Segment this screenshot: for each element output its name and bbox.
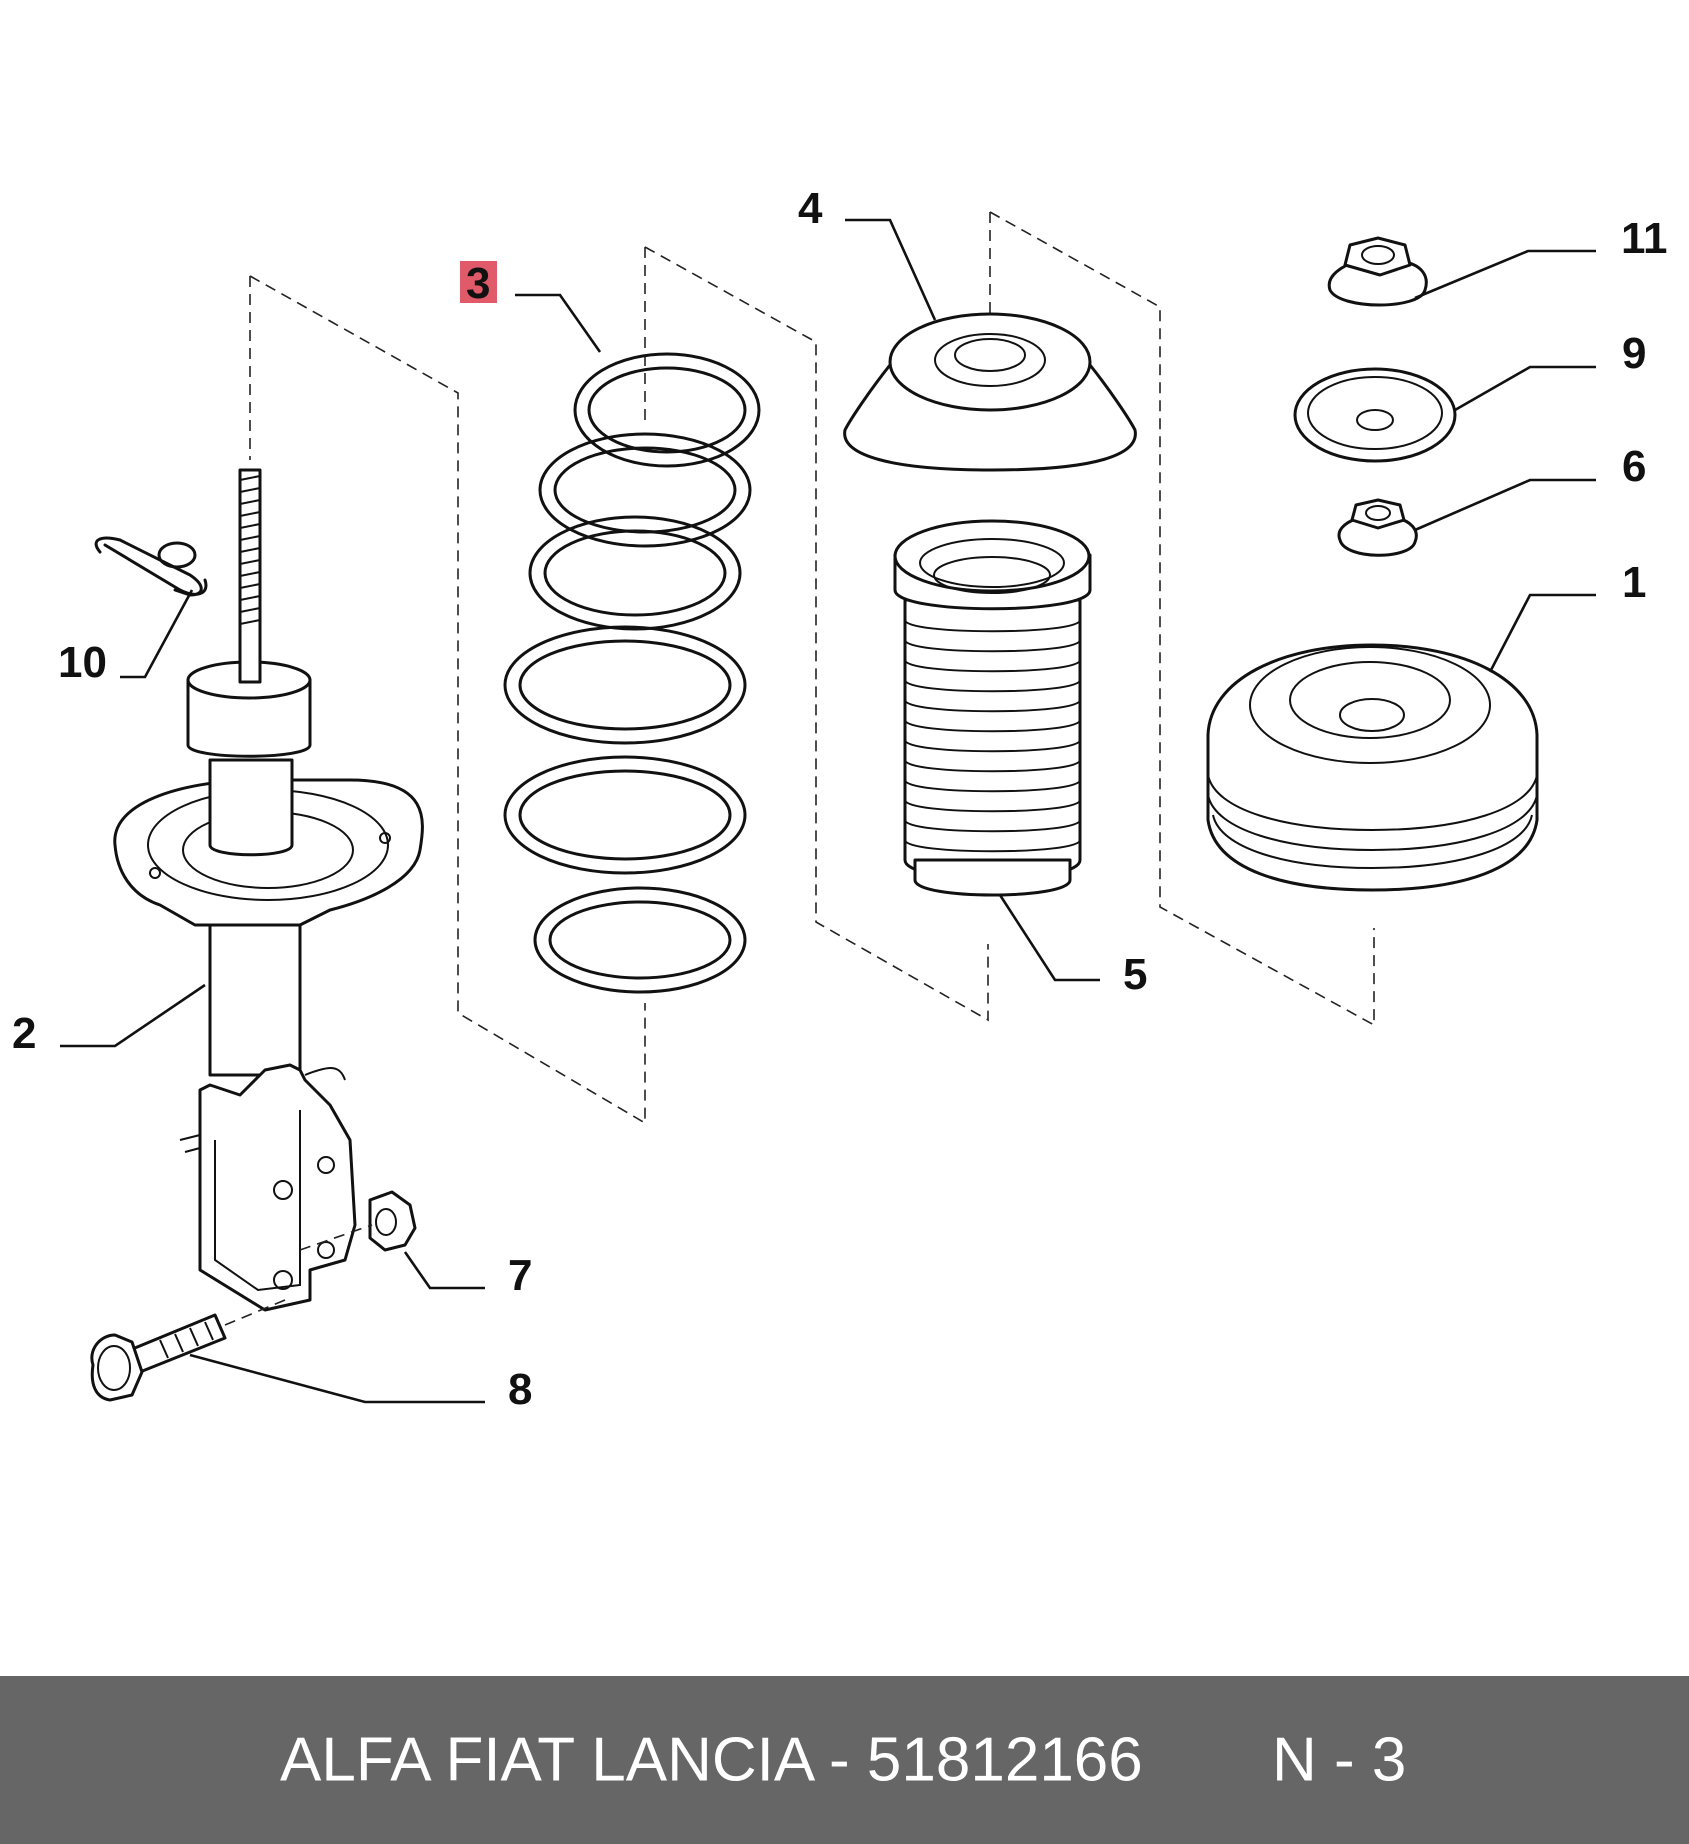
callout-labels: 10 2 3 4 5 11 9 6 1 7 8	[12, 184, 1668, 1414]
leader-lines	[60, 218, 1596, 1404]
strut-assembly-part[interactable]	[113, 468, 424, 1312]
footer-brand-part-number: ALFA FIAT LANCIA - 51812166	[280, 1725, 1143, 1795]
washer-9-part[interactable]	[1293, 367, 1457, 463]
callout-7: 7	[508, 1251, 532, 1300]
coil-spring-part[interactable]	[503, 352, 761, 994]
assembly-guide-lines	[249, 211, 1375, 1125]
dust-boot-part[interactable]	[893, 519, 1092, 897]
exploded-parts-diagram: 10 2 3 4 5 11 9 6 1 7 8	[12, 184, 1668, 1414]
callout-10: 11	[1621, 214, 1668, 263]
bump-cap-part[interactable]	[843, 312, 1137, 472]
callout-4: 4	[798, 184, 823, 233]
nut-6-part[interactable]	[1337, 498, 1418, 557]
callout-2: 2	[12, 1009, 36, 1058]
clip-part[interactable]	[94, 536, 208, 597]
callout-8: 8	[508, 1365, 532, 1414]
callout-9: 9	[1622, 329, 1646, 378]
nut-7-part[interactable]	[299, 1190, 417, 1252]
top-mount-1-part[interactable]	[1206, 643, 1539, 892]
callout-1: 1	[1622, 558, 1646, 607]
bolt-8-part[interactable]	[90, 1299, 286, 1402]
callout-3-highlight	[460, 261, 497, 303]
top-nut-10-part[interactable]	[1327, 236, 1428, 307]
callout-5: 5	[1123, 950, 1147, 999]
footer-bar: ALFA FIAT LANCIA - 51812166 N - 3	[0, 1676, 1689, 1844]
footer-position-code: N - 3	[1272, 1725, 1407, 1795]
callout-11: 10	[58, 638, 107, 687]
callout-6: 6	[1622, 442, 1646, 491]
callout-3: 3	[466, 259, 490, 308]
